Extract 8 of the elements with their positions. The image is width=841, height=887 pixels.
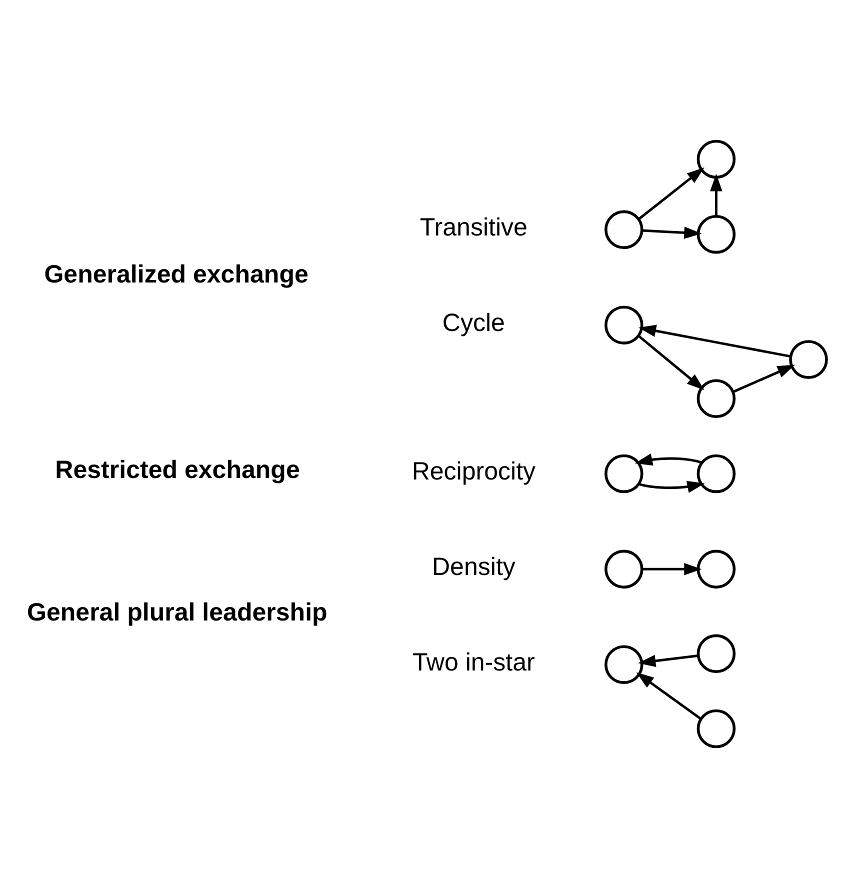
label: Cycle xyxy=(442,308,505,337)
label: Density xyxy=(432,552,516,581)
label: Transitive xyxy=(420,213,528,242)
label: General plural leadership xyxy=(27,598,328,626)
label: Restricted exchange xyxy=(55,456,300,484)
label: Two in-star xyxy=(412,648,535,676)
label: Generalized exchange xyxy=(44,260,308,288)
label: Reciprocity xyxy=(412,457,536,486)
